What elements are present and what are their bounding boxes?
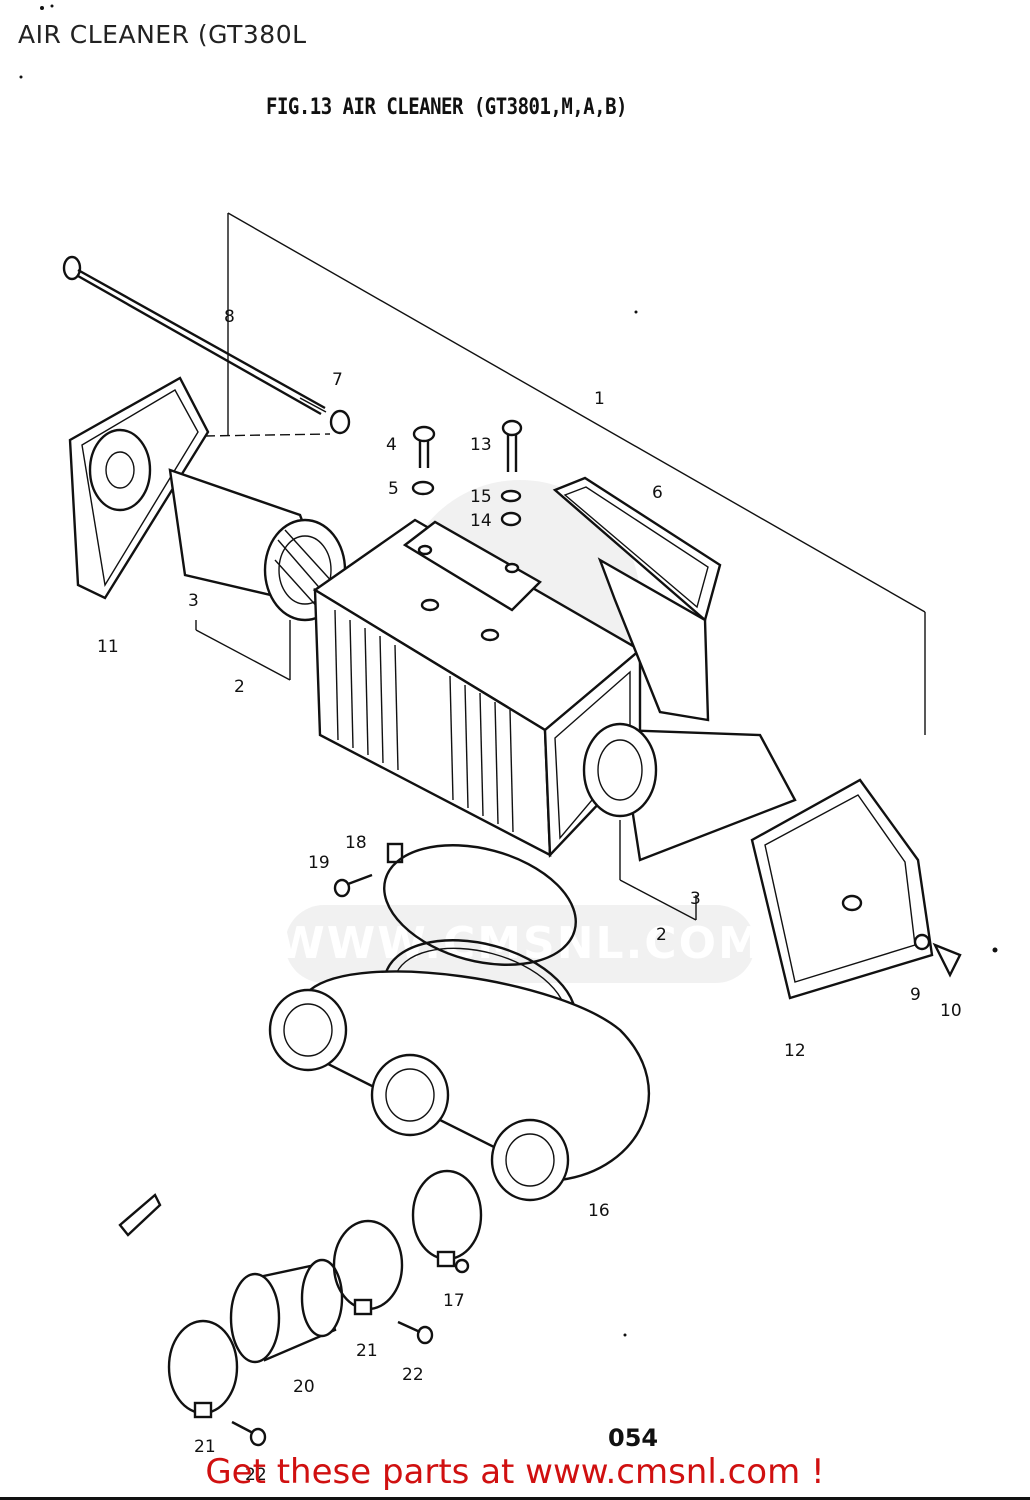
callout-labels: 1 2 3 4 5 6 7 8 9 10 11 12 13 14 15 16 1… — [97, 307, 962, 1485]
top-element-6 — [552, 476, 722, 722]
left-bracket-2-3 — [195, 620, 291, 681]
callout-10: 10 — [940, 1001, 962, 1021]
right-bracket-2-3 — [619, 820, 697, 921]
callout-17: 17 — [443, 1291, 465, 1311]
screw-4 — [412, 425, 436, 468]
washer-9 — [913, 933, 931, 951]
air-cleaner-box-1 — [312, 518, 643, 858]
callout-8: 8 — [224, 307, 235, 327]
assembly-bracket-1 — [204, 212, 926, 735]
scan-specks — [19, 4, 998, 1337]
plate-number: 054 — [608, 1424, 658, 1452]
callout-6: 6 — [652, 483, 663, 503]
callout-18: 18 — [345, 833, 367, 853]
right-cover-12 — [750, 778, 934, 1000]
callout-5: 5 — [388, 479, 399, 499]
nut-10 — [932, 942, 962, 978]
callout-4: 4 — [386, 435, 397, 455]
footer-banner: Get these parts at www.cmsnl.com ! — [205, 1452, 825, 1492]
left-cover-11 — [68, 376, 210, 600]
screw-19 — [333, 873, 373, 898]
callout-7: 7 — [332, 370, 343, 390]
callout-12: 12 — [784, 1041, 806, 1061]
callout-3: 3 — [188, 591, 199, 611]
direction-arrow-icon — [118, 1193, 162, 1237]
callout-15: 15 — [470, 487, 492, 507]
callout-11: 11 — [97, 637, 119, 657]
band-ring — [383, 844, 577, 966]
clamp-21-lower — [167, 1319, 239, 1419]
callout-3-right: 3 — [690, 889, 701, 909]
figure-caption: FIG.13 AIR CLEANER (GT3801,M,A,B) — [266, 94, 628, 120]
callout-13: 13 — [470, 435, 492, 455]
callout-19: 19 — [308, 853, 330, 873]
callout-22-lower: 22 — [245, 1465, 267, 1485]
screw-22-lower — [231, 1420, 267, 1447]
callout-2: 2 — [234, 677, 245, 697]
callout-2-right: 2 — [656, 925, 667, 945]
joint-20 — [229, 1258, 344, 1364]
page-title: AIR CLEANER (GT380L — [18, 20, 307, 49]
washer-7 — [329, 409, 351, 435]
washer-5 — [411, 480, 435, 496]
screw-13 — [501, 419, 523, 472]
callout-21-lower: 21 — [194, 1437, 216, 1457]
washer-15 — [500, 489, 522, 503]
footer-rule — [0, 1497, 1030, 1500]
screw-22-upper — [397, 1320, 434, 1345]
intake-tube-16 — [268, 970, 650, 1202]
callout-21: 21 — [356, 1341, 378, 1361]
callout-14: 14 — [470, 511, 492, 531]
clamp-21-upper — [332, 1219, 404, 1316]
callout-20: 20 — [293, 1377, 315, 1397]
callout-1: 1 — [594, 389, 605, 409]
callout-9: 9 — [910, 985, 921, 1005]
washer-14 — [500, 511, 522, 527]
callout-16: 16 — [588, 1201, 610, 1221]
right-filter-element-3 — [582, 722, 797, 862]
long-bolt-8 — [62, 255, 327, 416]
clamp-17 — [411, 1169, 483, 1274]
callout-22: 22 — [402, 1365, 424, 1385]
watermark-text: WWW.CMSNL.COM — [276, 918, 764, 969]
